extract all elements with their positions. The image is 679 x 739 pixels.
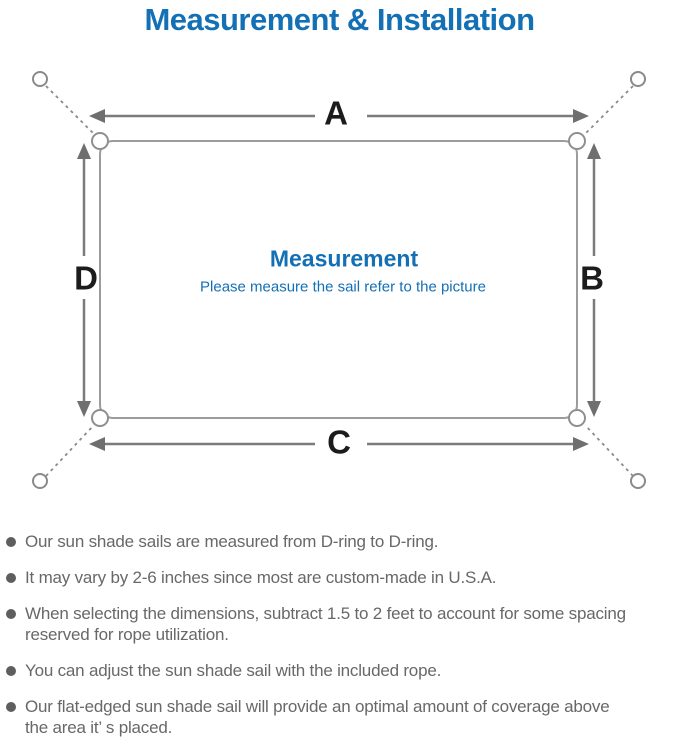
rope-line-bottom-left: [45, 424, 95, 477]
list-item-line: Our flat-edged sun shade sail will provi…: [25, 697, 610, 716]
arrowhead-left-icon: [89, 437, 105, 451]
arrowhead-down-icon: [77, 401, 91, 417]
list-item-line: When selecting the dimensions, subtract …: [25, 604, 626, 623]
d-ring-icon: [91, 132, 109, 150]
sail-outline: [99, 140, 578, 419]
dimension-label-d: D: [74, 259, 98, 297]
bullet-icon: [6, 573, 16, 583]
anchor-point-icon: [630, 71, 646, 87]
anchor-point-icon: [630, 473, 646, 489]
rope-line-bottom-right: [584, 424, 634, 477]
list-item-text: It may vary by 2-6 inches since most are…: [25, 567, 497, 588]
diagram-center-subtitle: Please measure the sail refer to the pic…: [200, 278, 486, 296]
page-title: Measurement & Installation: [144, 2, 535, 37]
d-ring-icon: [568, 132, 586, 150]
bullet-icon: [6, 537, 16, 547]
list-item-text: Our sun shade sails are measured from D-…: [25, 531, 438, 552]
list-item-line: Our sun shade sails are measured from D-…: [25, 532, 439, 551]
bullet-icon: [6, 666, 16, 676]
bullet-icon: [6, 609, 16, 619]
rope-line-top-right: [584, 85, 634, 135]
arrowhead-down-icon: [587, 401, 601, 417]
d-ring-icon: [91, 409, 109, 427]
list-item-text: When selecting the dimensions, subtract …: [25, 603, 626, 645]
list-item-text: Our flat-edged sun shade sail will provi…: [25, 696, 610, 738]
bullet-icon: [6, 702, 16, 712]
diagram-center-title: Measurement: [269, 245, 419, 272]
anchor-point-icon: [32, 473, 48, 489]
dimension-label-c: C: [327, 423, 351, 461]
dimension-label-b: B: [580, 259, 604, 297]
dimension-label-a: A: [324, 94, 348, 132]
list-item-line: You can adjust the sun shade sail with t…: [25, 661, 442, 680]
list-item: Our flat-edged sun shade sail will provi…: [6, 696, 674, 738]
list-item-line: It may vary by 2-6 inches since most are…: [25, 568, 497, 587]
rope-line-top-left: [45, 85, 95, 135]
instruction-list: Our sun shade sails are measured from D-…: [6, 531, 674, 739]
list-item-line: the area it’ s placed.: [25, 718, 173, 737]
list-item-text: You can adjust the sun shade sail with t…: [25, 660, 441, 681]
anchor-point-icon: [32, 71, 48, 87]
arrowhead-right-icon: [573, 437, 589, 451]
list-item-line: reserved for rope utilization.: [25, 625, 229, 644]
list-item: When selecting the dimensions, subtract …: [6, 603, 674, 645]
list-item: It may vary by 2-6 inches since most are…: [6, 567, 674, 588]
arrowhead-right-icon: [573, 109, 589, 123]
list-item: Our sun shade sails are measured from D-…: [6, 531, 674, 552]
arrowhead-left-icon: [89, 109, 105, 123]
d-ring-icon: [568, 409, 586, 427]
arrowhead-up-icon: [587, 143, 601, 159]
list-item: You can adjust the sun shade sail with t…: [6, 660, 674, 681]
arrowhead-up-icon: [77, 143, 91, 159]
